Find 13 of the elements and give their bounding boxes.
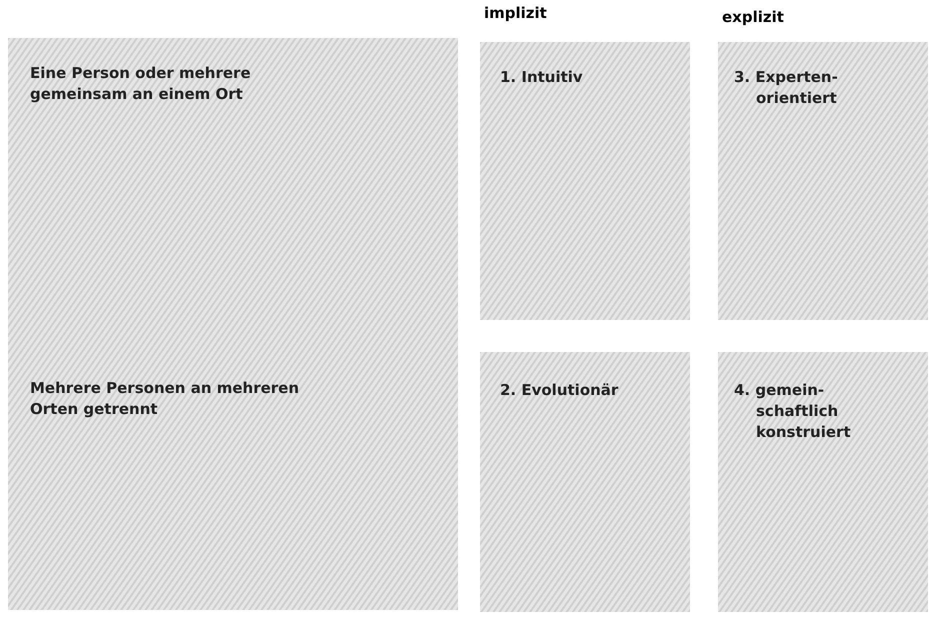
shaded-panel [718, 352, 928, 612]
cell-label: 4. gemein- schaftlich konstruiert [734, 380, 852, 443]
cell-label: 3. Experten- orientiert [734, 67, 839, 109]
cell-label: 2. Evolutionär [500, 380, 620, 401]
shaded-panel [480, 42, 690, 320]
shaded-panel [480, 352, 690, 612]
shaded-panel [8, 38, 458, 610]
row-label: Eine Person oder mehrere gemeinsam an einem Ort [30, 63, 252, 105]
row-label: Mehrere Personen an mehreren Orten getrennt [30, 378, 300, 420]
column-header: explizit [722, 8, 784, 26]
shaded-panel [718, 42, 928, 320]
column-header: implizit [484, 4, 547, 22]
cell-label: 1. Intuitiv [500, 67, 584, 88]
